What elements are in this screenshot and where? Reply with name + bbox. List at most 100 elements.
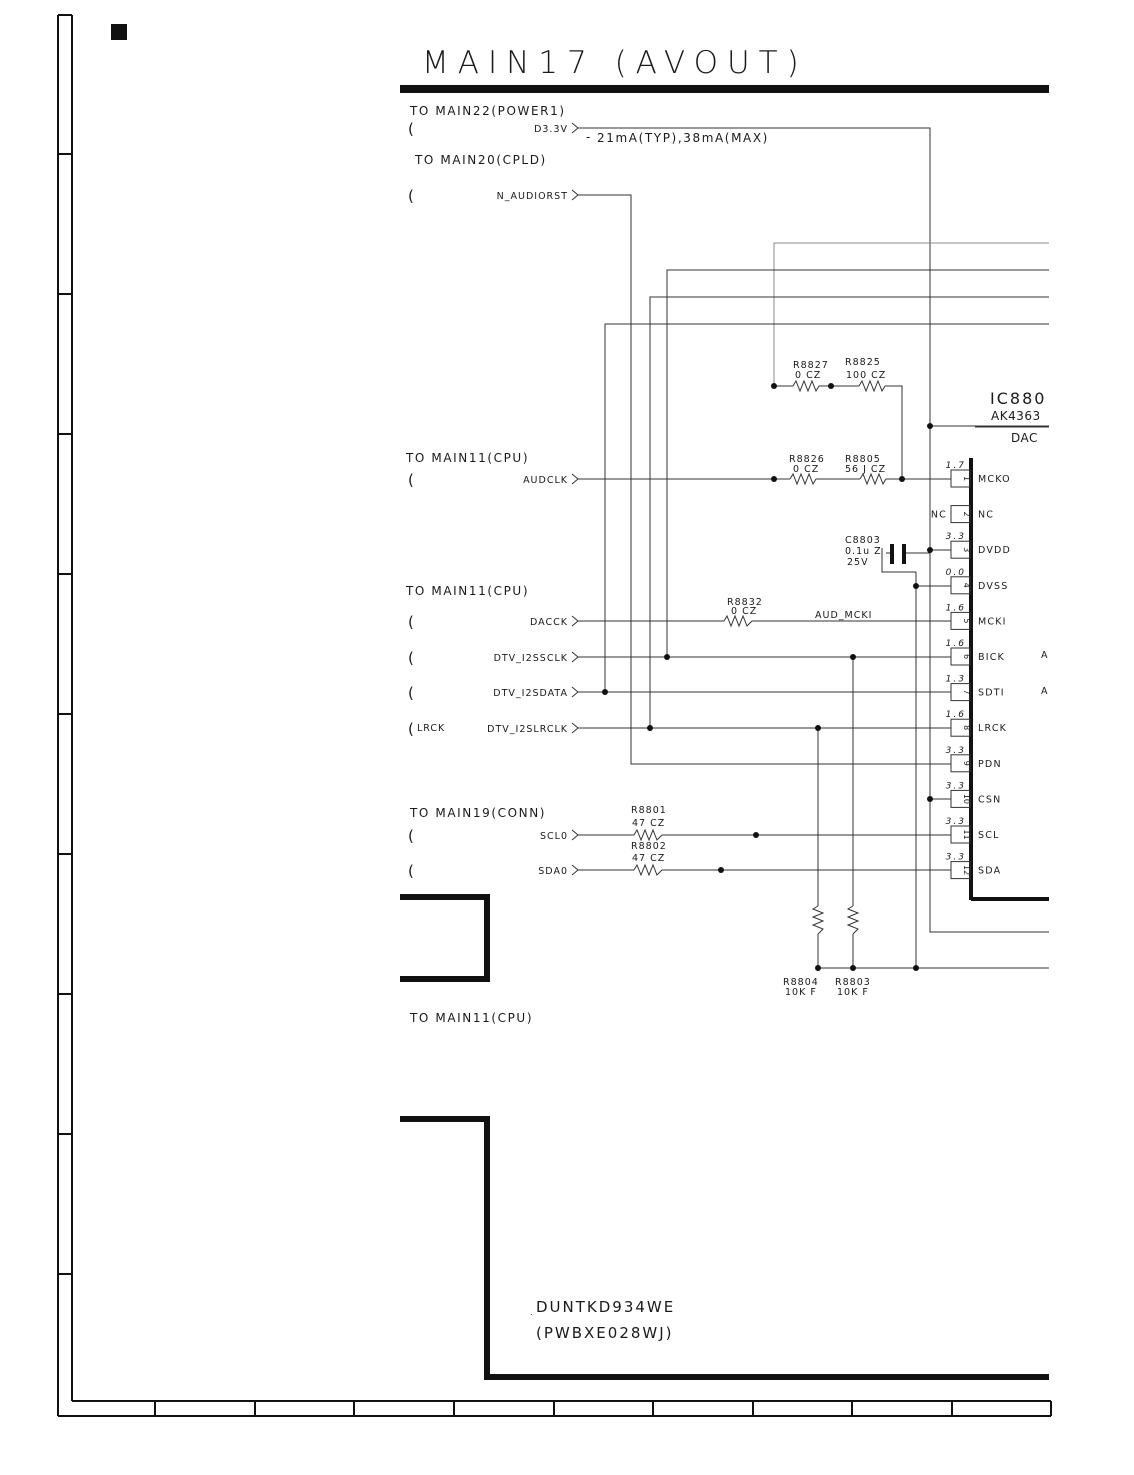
- r8832-value: 0 CZ: [731, 606, 757, 617]
- connector-paren: (: [408, 684, 414, 702]
- r8825-value: 100 CZ: [846, 370, 886, 381]
- ic-pin-number: 7: [962, 690, 971, 695]
- board-code: DUNTKD934WE: [536, 1298, 675, 1316]
- ic-pin-name: MCKI: [978, 616, 1007, 627]
- r8803-value: 10K F: [837, 987, 869, 998]
- ic-pin-9: 9 PDN 3.3: [946, 746, 1002, 773]
- junction-dots: [602, 383, 933, 971]
- ic-pin-name: SDA: [978, 866, 1001, 877]
- connector-lrck-tag: LRCK: [417, 723, 445, 734]
- r8825-ref: R8825: [845, 357, 881, 368]
- c8803-ref: C8803: [845, 535, 881, 546]
- r8801-value: 47 CZ: [632, 818, 665, 829]
- r8827-ref: R8827: [793, 360, 829, 371]
- r8832-ref: R8832: [727, 597, 763, 608]
- ic-pin-box: [950, 861, 971, 880]
- connector-paren: (: [408, 720, 414, 738]
- ic-pin-number: 2: [962, 512, 971, 517]
- ic-pin-box: [950, 789, 971, 808]
- ic-pin-box: [950, 505, 971, 524]
- ic-pin-name: LRCK: [978, 723, 1007, 734]
- ic-pin-number: 9: [962, 761, 971, 766]
- ic-pin-box: [950, 718, 971, 737]
- ic-right-label-sdti: A: [1041, 686, 1049, 697]
- net-dtv-i2ssclk-label: DTV_I2SSCLK: [494, 653, 568, 664]
- page-frame: [57, 14, 1052, 1417]
- ic-pin-name: PDN: [978, 759, 1002, 770]
- ic-pin-number: 12: [962, 865, 971, 875]
- ic-pin-voltage: 3.3: [946, 532, 966, 542]
- ic-right-label-bick: A: [1041, 650, 1049, 661]
- connector-cpld-label: TO MAIN20(CPLD): [414, 153, 547, 167]
- ic-pin-number: 5: [962, 618, 971, 623]
- current-note: 21mA(TYP),38mA(MAX): [597, 131, 769, 145]
- net-aud-mcki-label: AUD_MCKI: [815, 610, 872, 621]
- ic-pin-voltage: 1.6: [946, 710, 966, 720]
- ic-pin-voltage: 3.3: [946, 746, 966, 756]
- net-n-audiorst-label: N_AUDIORST: [497, 191, 568, 202]
- current-note-prefix: -: [586, 130, 592, 144]
- r8804-value: 10K F: [785, 987, 817, 998]
- ic-pin-box: [950, 754, 971, 773]
- ic-pin-box: [950, 576, 971, 595]
- net-dtv-i2slrclk-label: DTV_I2SLRCLK: [487, 724, 568, 735]
- ic-function: DAC: [1011, 431, 1038, 445]
- ic-pin-voltage: 3.3: [946, 853, 966, 863]
- r8801-ref: R8801: [631, 805, 667, 816]
- ic-body: [969, 458, 1049, 901]
- ic-pin-number: 10: [962, 794, 971, 804]
- ic-pin-name: MCKO: [978, 474, 1011, 485]
- connector-paren: (: [408, 827, 414, 845]
- ic-pin-12: 12 SDA 3.3: [946, 853, 1001, 880]
- r8827-value: 0 CZ: [795, 370, 821, 381]
- ic-pin-box: [950, 825, 971, 844]
- ic-pin-name: DVDD: [978, 545, 1011, 556]
- ic-pin-number: 11: [962, 829, 971, 839]
- ic-pin-number: 3: [962, 547, 971, 552]
- r8804-ref: R8804: [783, 977, 819, 988]
- ic-pin-5: 5 MCKI 1.6: [946, 603, 1007, 630]
- ic-pin-box: [950, 647, 971, 666]
- ic-pin-box: [950, 469, 971, 488]
- r8803-ref: R8803: [835, 977, 871, 988]
- board-pwb: (PWBXE028WJ): [536, 1324, 674, 1342]
- ic-pin-number: 6: [962, 654, 971, 659]
- ic-pin-name: SCL: [978, 830, 1000, 841]
- net-dacck-label: DACCK: [530, 617, 568, 628]
- connector-cpu-c-label: TO MAIN11(CPU): [409, 1011, 533, 1025]
- ic-pin-voltage: NC: [931, 510, 947, 521]
- ic-pin-name: CSN: [978, 794, 1001, 805]
- connector-paren: (: [408, 120, 414, 138]
- connector-conn-label: TO MAIN19(CONN): [409, 806, 546, 820]
- ic-pin-box: [950, 540, 971, 559]
- page-title: MAIN17 (AVOUT): [422, 45, 808, 81]
- block-border-upper: [400, 894, 490, 982]
- ic-pin-3: 3 DVDD 3.3: [946, 532, 1011, 559]
- ic-pin-voltage: 1.6: [946, 639, 966, 649]
- r8802-ref: R8802: [631, 841, 667, 852]
- r8802-value: 47 CZ: [632, 853, 665, 864]
- net-dtv-i2sdata-label: DTV_I2SDATA: [493, 688, 568, 699]
- connector-cpu-a-label: TO MAIN11(CPU): [405, 451, 529, 465]
- r8805-ref: R8805: [845, 454, 881, 465]
- connector-paren: (: [408, 187, 414, 205]
- block-border-lower: [400, 1116, 1049, 1380]
- ic-pin-voltage: 1.6: [946, 603, 966, 613]
- ic-pin-voltage: 3.3: [946, 781, 966, 791]
- ic-pin-name: DVSS: [978, 581, 1009, 592]
- wires: [571, 122, 1049, 969]
- c8803-voltage: 25V: [847, 557, 869, 568]
- connector-paren: (: [408, 649, 414, 667]
- ic-ref: IC880: [990, 389, 1046, 408]
- ic-pin-name: BICK: [978, 652, 1005, 663]
- c8803-value: 0.1u Z: [845, 546, 882, 557]
- ic-pin-10: 10 CSN 3.3: [946, 781, 1001, 808]
